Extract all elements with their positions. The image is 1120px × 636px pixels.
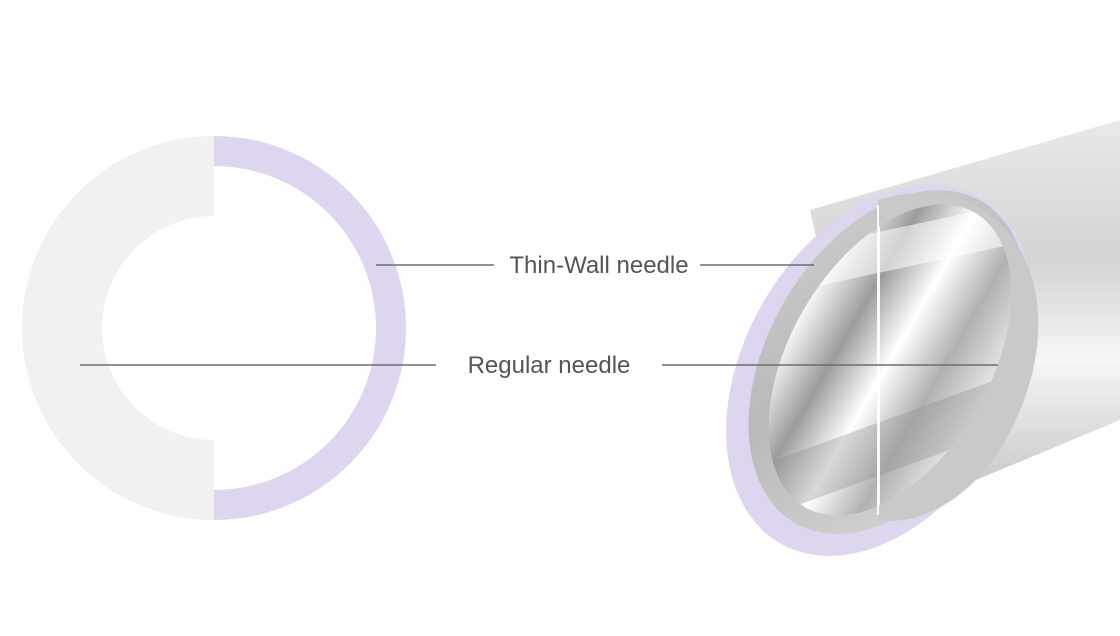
regular-needle-label: Regular needle (468, 352, 631, 379)
regular-needle-cross-section (22, 136, 214, 520)
thin-wall-needle-cross-section (214, 136, 406, 520)
needle-3d-illustration (726, 120, 1120, 558)
thin-wall-needle-label: Thin-Wall needle (509, 252, 688, 279)
